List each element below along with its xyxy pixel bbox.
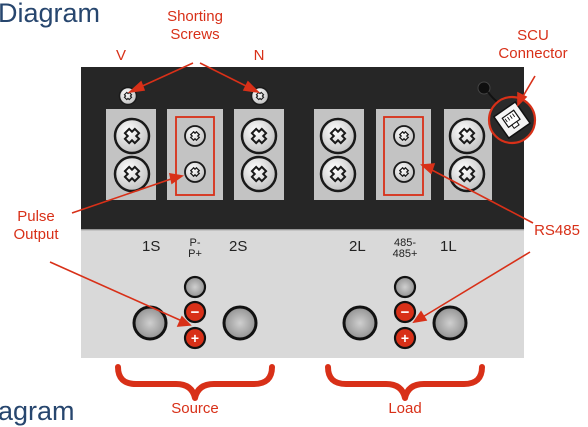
scu-connector-icon bbox=[487, 95, 537, 145]
plus-symbol: + bbox=[191, 330, 199, 346]
source-label: Source bbox=[171, 400, 219, 417]
terminal-screw bbox=[113, 117, 151, 155]
terminal-2l-label: 2L bbox=[349, 238, 366, 255]
rs485-jack-top bbox=[393, 275, 417, 299]
scu-connector-label: SCU Connector bbox=[498, 27, 568, 62]
partial-heading: agram bbox=[0, 396, 75, 426]
pulse-plus-jack bbox=[183, 326, 207, 350]
v-label: V bbox=[115, 47, 126, 64]
load-2l-jack bbox=[342, 305, 378, 341]
terminal-2s-label: 2S bbox=[229, 238, 248, 255]
terminal-plate-rs485 bbox=[376, 109, 431, 200]
pulse-terminal-labels: P- P+ bbox=[188, 237, 202, 260]
source-2s-jack bbox=[222, 305, 258, 341]
shorting-screws-label: Shorting Screws bbox=[167, 8, 223, 43]
rs485-screw bbox=[393, 161, 415, 183]
source-brace bbox=[115, 364, 275, 401]
rs485-minus-jack bbox=[393, 300, 417, 324]
load-label: Load bbox=[388, 400, 422, 417]
pulse-output-label: Pulse Output bbox=[13, 208, 59, 243]
load-1l-jack bbox=[432, 305, 468, 341]
minus-symbol: − bbox=[191, 304, 200, 321]
plus-symbol: + bbox=[401, 330, 409, 346]
diagram-title: Diagram bbox=[0, 0, 101, 28]
load-brace bbox=[325, 364, 485, 401]
rs485-highlight-box bbox=[383, 116, 424, 196]
pulse-jack-top bbox=[183, 275, 207, 299]
n-label: N bbox=[253, 47, 265, 64]
rs485-screw bbox=[393, 125, 415, 147]
rs485-plus-jack bbox=[393, 326, 417, 350]
terminal-screw bbox=[113, 155, 151, 193]
rs485-label: RS485 bbox=[534, 222, 580, 239]
terminal-1l-label: 1L bbox=[440, 238, 457, 255]
pulse-highlight-box bbox=[175, 116, 215, 196]
minus-symbol: − bbox=[401, 304, 410, 321]
terminal-screw bbox=[240, 117, 278, 155]
pulse-minus-jack bbox=[183, 300, 207, 324]
meter-terminal-diagram: − + − + bbox=[49, 62, 537, 401]
terminal-1s-label: 1S bbox=[142, 238, 161, 255]
terminal-screw bbox=[240, 155, 278, 193]
callout-arrows bbox=[49, 62, 536, 327]
terminal-screw bbox=[319, 155, 357, 193]
terminal-screw bbox=[448, 117, 486, 155]
rs485-terminal-labels: 485- 485+ bbox=[392, 237, 418, 260]
terminal-screw bbox=[448, 155, 486, 193]
pulse-screw bbox=[184, 125, 206, 147]
terminal-screw bbox=[319, 117, 357, 155]
pulse-screw bbox=[184, 161, 206, 183]
